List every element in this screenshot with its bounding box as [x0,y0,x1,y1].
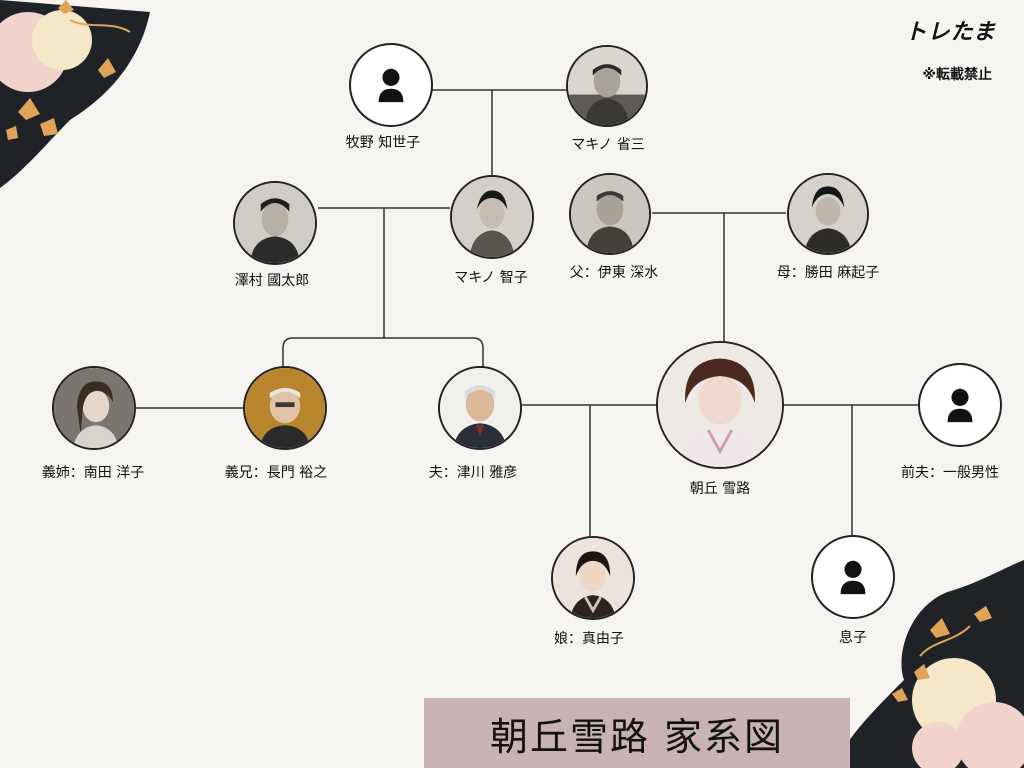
brand-logo: トレたま [904,20,996,45]
person-son-name: 息子 [839,630,867,646]
title-banner: 朝丘雪路 家系図 [424,698,850,768]
person-ex-husband-name: 前夫：一般男性 [901,465,999,481]
person-sawamura-kunitaro-name: 澤村 國太郎 [234,273,310,289]
person-father-portrait [569,173,651,255]
person-daughter-name: 娘：真由子 [554,631,624,647]
floral-decoration-bottom-right [834,560,1024,768]
person-silhouette-icon [840,560,866,595]
person-ex-husband-avatar [918,363,1002,447]
person-makino-tomoko-name: マキノ 智子 [454,270,528,286]
person-sister-in-law-portrait [52,366,136,450]
page-title: 朝丘雪路 家系図 [489,714,785,759]
person-sawamura-kunitaro-portrait [233,181,317,265]
person-husband-name: 夫：津川 雅彦 [428,465,518,481]
reprint-prohibited-notice: ※転載禁止 [922,67,992,83]
person-makino-chiyoko-avatar [349,43,433,127]
person-mother-name: 母：勝田 麻起子 [776,265,880,281]
person-makino-tomoko-portrait [450,175,534,259]
person-daughter-portrait [551,536,635,620]
person-son-avatar [811,535,895,619]
person-self-name: 朝丘 雪路 [689,481,751,497]
person-makino-shozo-name: マキノ 省三 [571,137,645,153]
person-self-asaoka-yukiji-portrait [656,341,784,469]
floral-decoration-top-left [0,0,150,188]
person-sister-in-law-name: 義姉：南田 洋子 [41,465,145,481]
person-brother-in-law-portrait [243,366,327,450]
person-silhouette-icon [378,68,404,103]
person-mother-portrait [787,173,869,255]
person-father-name: 父：伊東 深水 [569,265,659,281]
person-makino-shozo-portrait [566,45,648,127]
person-silhouette-icon [947,388,973,423]
person-brother-in-law-name: 義兄：長門 裕之 [224,465,328,481]
person-husband-portrait [438,366,522,450]
person-makino-chiyoko-name: 牧野 知世子 [345,135,421,151]
